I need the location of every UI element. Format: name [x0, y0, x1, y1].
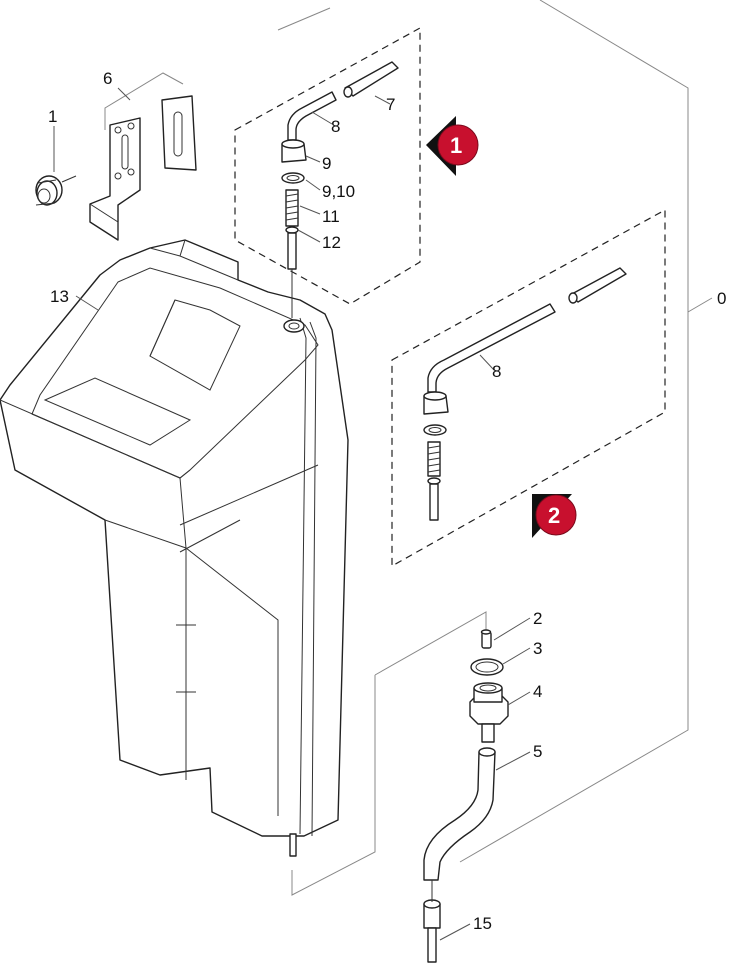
leader-lines — [53, 87, 531, 941]
variant-marker-2: 2 — [532, 494, 577, 538]
lower-assembly-outline — [291, 611, 487, 896]
label-part-11: 11 — [322, 207, 340, 226]
label-part-15: 15 — [473, 914, 492, 933]
lower-fittings — [423, 629, 509, 963]
label-part-8-variant-1: 8 — [331, 117, 340, 136]
mounting-bracket — [89, 117, 141, 241]
variant-1-box — [234, 26, 421, 305]
label-part-3: 3 — [533, 639, 542, 658]
label-part-1: 1 — [48, 107, 57, 126]
label-part-13: 13 — [50, 287, 69, 306]
label-part-2: 2 — [533, 609, 542, 628]
assembly-outline — [277, 0, 713, 863]
variant-marker-1: 1 — [426, 116, 479, 176]
label-part-8-variant-2: 8 — [492, 362, 501, 381]
label-part-4: 4 — [533, 682, 542, 701]
label-part-9-10: 9,10 — [322, 182, 355, 201]
variant-2-box — [391, 208, 666, 568]
label-part-9: 9 — [322, 154, 331, 173]
variant-marker-2-number: 2 — [548, 503, 560, 528]
variant-marker-1-number: 1 — [450, 133, 462, 158]
bracket-group-outline — [104, 72, 184, 130]
variant-2-parts — [423, 267, 627, 521]
label-part-6: 6 — [103, 69, 112, 88]
tank-body — [0, 239, 349, 857]
knob-part — [35, 175, 77, 206]
rubber-pad — [161, 95, 197, 171]
variant-1-parts — [281, 61, 399, 318]
label-part-12: 12 — [322, 233, 341, 252]
part-labels: 0 1 2 3 4 5 6 7 8 8 9 9,10 11 12 13 15 — [48, 69, 726, 933]
label-part-5: 5 — [533, 742, 542, 761]
label-part-7: 7 — [386, 95, 395, 114]
label-part-0: 0 — [717, 289, 726, 308]
